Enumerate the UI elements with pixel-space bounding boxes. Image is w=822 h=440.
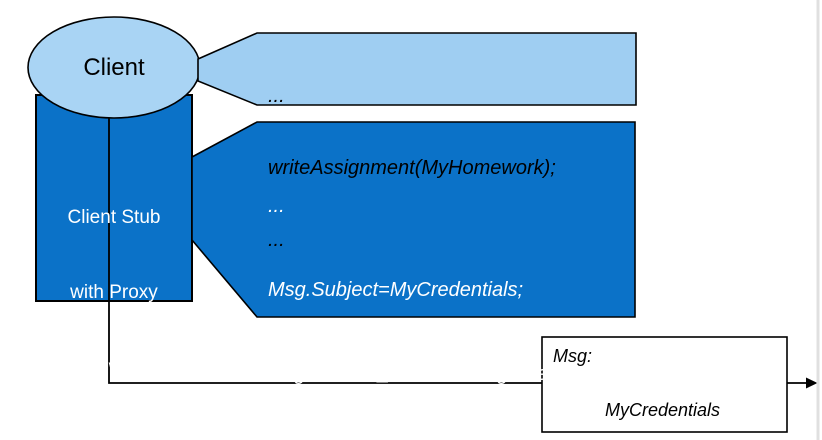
client-stub-label-line: PEP and PDP): [36, 430, 192, 440]
slide-edge-line: [816, 0, 820, 440]
client-stub-label-line: Client Stub: [67, 207, 161, 228]
message-value: MyCredentials: [605, 400, 721, 420]
client-stub-label-line: (here without: [59, 357, 169, 378]
code-line: ...: [268, 195, 285, 217]
code-line: ...: [268, 229, 285, 251]
client-label: Client: [83, 54, 145, 81]
message-box-label: Msg:: [553, 346, 593, 366]
stub-code-snippet: ... Msg.Subject=MyCredentials; Msg.Metho…: [268, 136, 598, 440]
code-line: ...: [268, 85, 285, 107]
call-code-snippet: ... writeAssignment(MyHomework); ...: [268, 36, 556, 300]
message-arrow-head-icon: [806, 377, 818, 389]
message-flow-line: [108, 110, 542, 384]
code-line: writeAssignment(MyHomework);: [268, 157, 556, 179]
stub-code-callout: [191, 121, 636, 318]
client-stub-label-line: with Proxy: [70, 282, 158, 303]
code-line: Msg.Method_Id=writeAssignment_Id;: [268, 363, 598, 385]
message-box-values: MyCredentials writeAssignment_Id MyHomew…: [605, 343, 762, 440]
code-line: Msg.Subject=MyCredentials;: [268, 279, 524, 301]
message-box: [541, 336, 788, 433]
client-stub-box: [35, 94, 193, 302]
client-stub-label: Client Stub with Proxy (here without PEP…: [36, 155, 192, 440]
message-box-text: Msg: MyCredentials writeAssignment_Id My…: [553, 343, 762, 440]
call-code-callout: [197, 32, 637, 106]
